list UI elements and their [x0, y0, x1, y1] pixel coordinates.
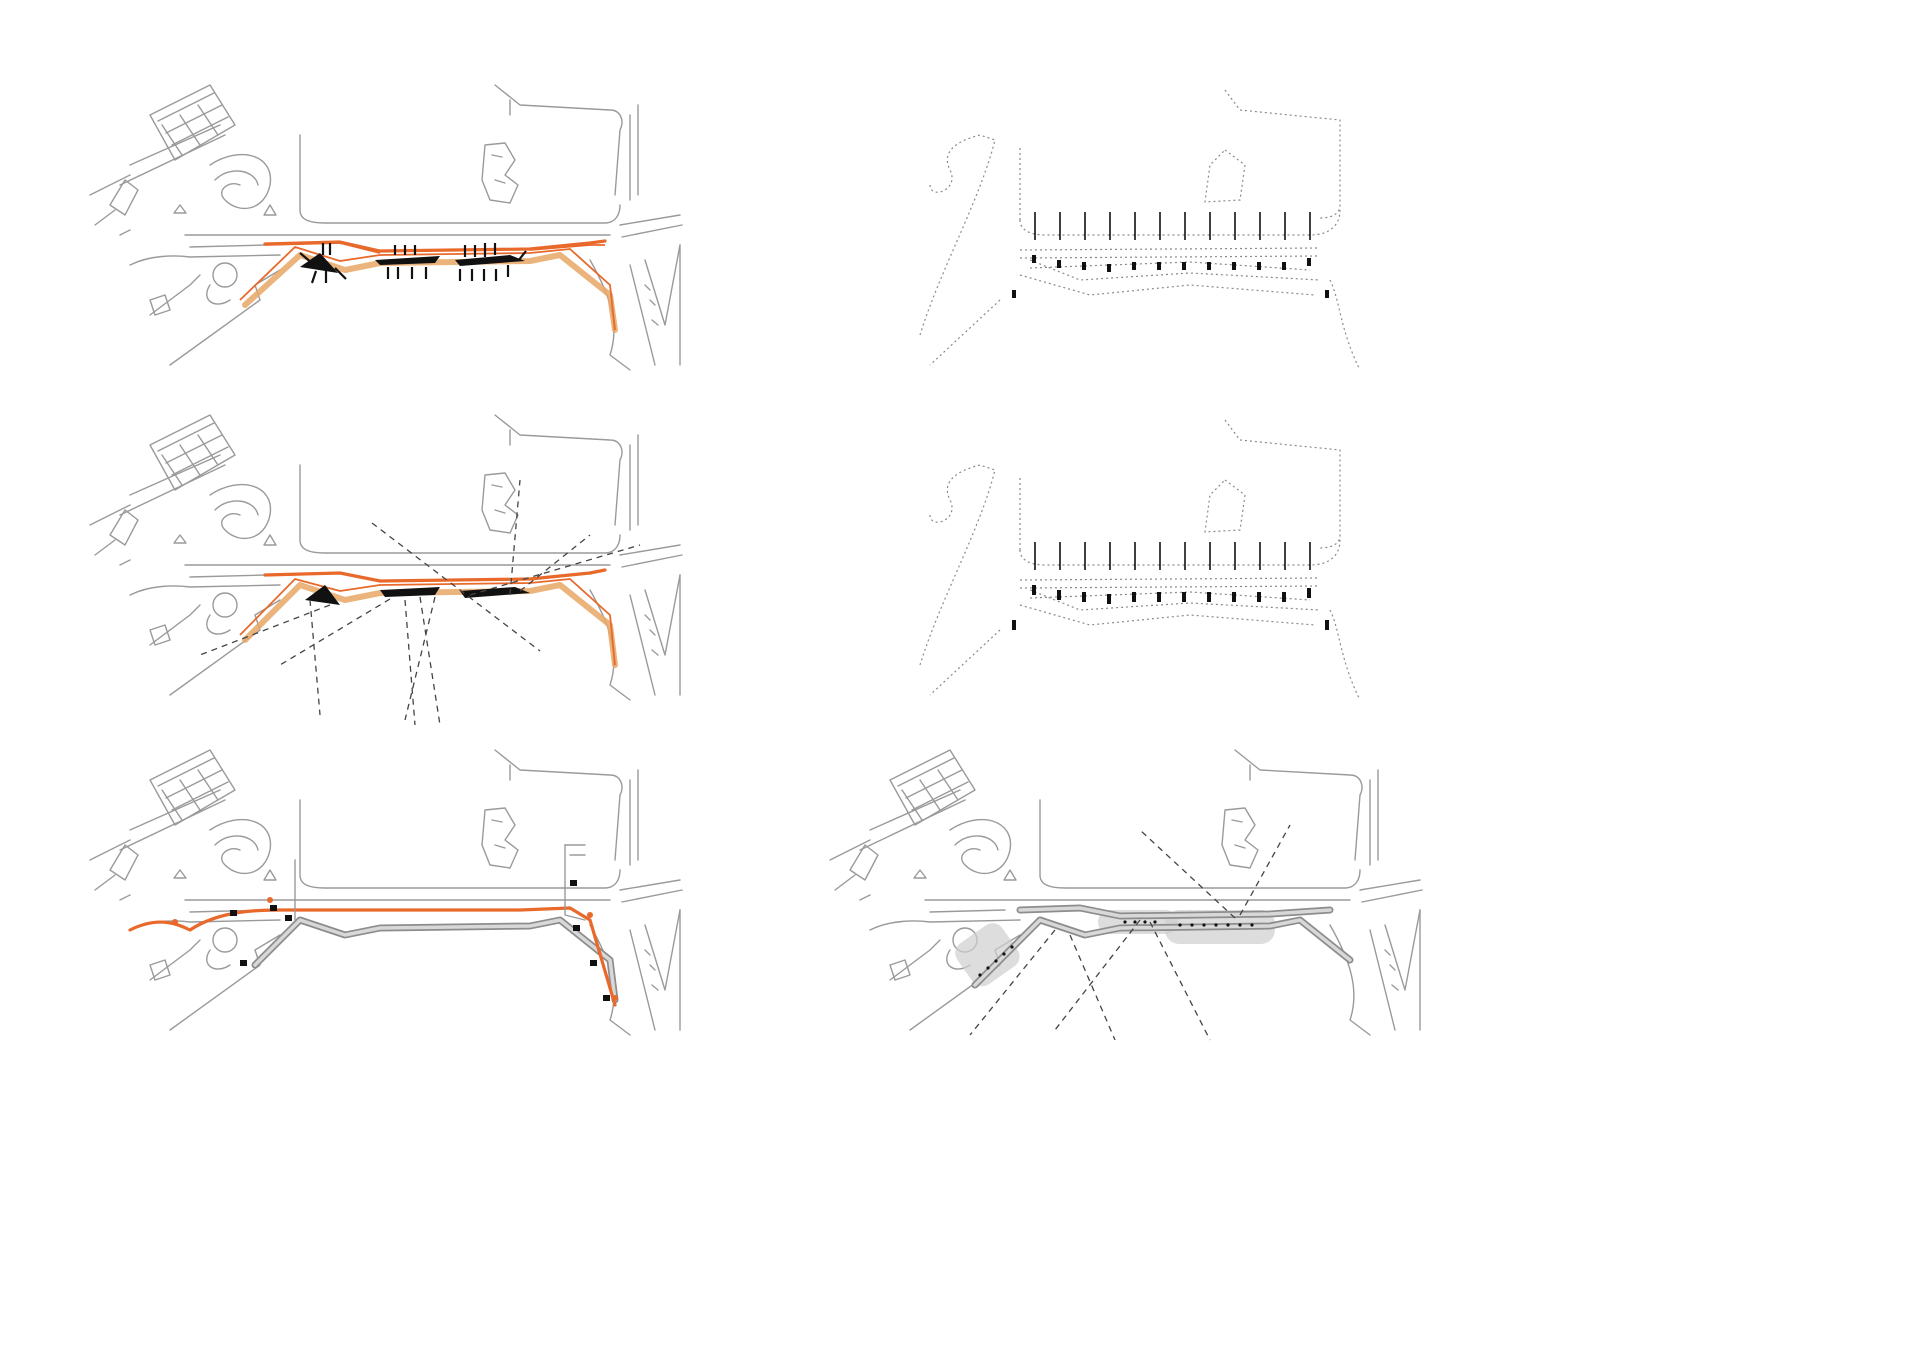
panel-view-lines — [89, 414, 683, 726]
panel-seating-views — [829, 749, 1423, 1041]
panel-program-arrows — [89, 84, 683, 371]
panel-structure-middle — [919, 419, 1361, 701]
pier-row — [1034, 212, 1311, 240]
panel-structure-top — [919, 89, 1361, 371]
panel-circulation — [89, 749, 683, 1036]
